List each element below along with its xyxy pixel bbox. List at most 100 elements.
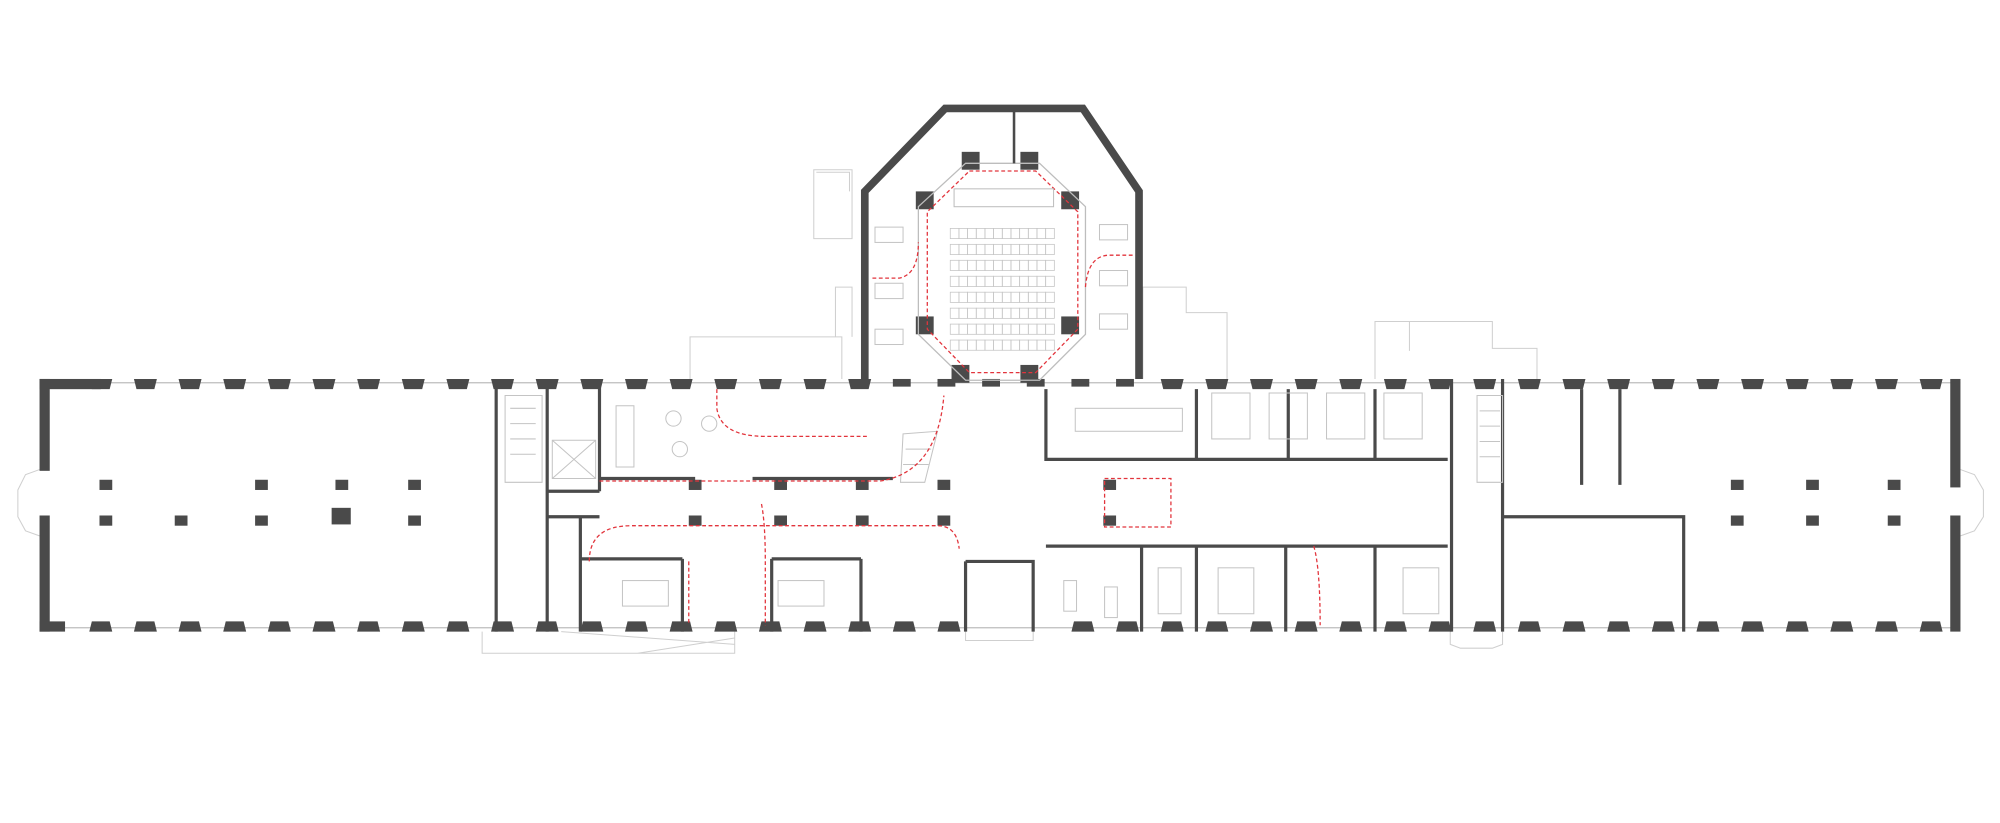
octagon-hall xyxy=(860,104,1143,381)
auditorium-seat xyxy=(949,275,960,287)
wall-pier-bottom xyxy=(491,621,515,632)
wall-pier-top xyxy=(1919,378,1943,390)
auditorium-seat xyxy=(958,228,968,239)
wall-pier-top xyxy=(1696,378,1720,390)
wall-pier-top xyxy=(1741,378,1765,390)
stage xyxy=(953,188,1055,208)
wall-rooms-lower-right xyxy=(1139,546,1377,632)
wall-pier-top xyxy=(401,378,425,390)
wall-pier-bottom xyxy=(1428,621,1452,632)
auditorium-seat xyxy=(984,323,995,335)
wall-pier-bottom xyxy=(1875,621,1898,632)
auditorium-seat xyxy=(993,259,1003,271)
wall-pier-top xyxy=(1383,378,1407,390)
auditorium-seat xyxy=(967,291,977,303)
column xyxy=(855,479,869,490)
auditorium-seat xyxy=(1019,323,1029,335)
column xyxy=(1887,479,1901,490)
wall-pier-bottom xyxy=(937,621,961,632)
auditorium-seat xyxy=(1019,339,1029,351)
auditorium-seat xyxy=(958,307,968,319)
auditorium-seat xyxy=(967,275,977,287)
auditorium-seat xyxy=(949,323,960,335)
auditorium-seat xyxy=(949,339,960,351)
wall-pier-top xyxy=(937,378,956,387)
auditorium-seat xyxy=(1027,339,1038,351)
wall-rooms-lower-left xyxy=(578,516,863,632)
column xyxy=(1806,479,1819,490)
auditorium-seat xyxy=(984,307,995,319)
wall-center-right xyxy=(1044,389,1448,548)
column xyxy=(408,515,421,526)
wall-pier-top xyxy=(1116,378,1134,387)
auditorium-seat xyxy=(1010,323,1021,335)
auditorium-seat xyxy=(993,307,1003,319)
auditorium-seat xyxy=(984,291,995,303)
desk-cluster xyxy=(1268,392,1308,440)
auditorium-seat xyxy=(1045,275,1055,287)
wall-pier-top xyxy=(491,378,515,390)
wall-pier-top xyxy=(133,378,157,390)
auditorium-seat xyxy=(984,339,995,351)
column xyxy=(774,479,787,490)
auditorium-seat xyxy=(1010,259,1021,271)
auditorium-seat xyxy=(993,339,1003,351)
route-octagon-right xyxy=(1084,254,1136,288)
auditorium-seat xyxy=(958,323,968,335)
wall-pier-top xyxy=(714,378,738,390)
octagon-outer-wall xyxy=(860,104,1143,379)
auditorium-seat xyxy=(1045,243,1055,255)
wall-pier-top xyxy=(178,378,202,390)
route-octagon-left xyxy=(872,242,920,279)
auditorium-seat xyxy=(958,243,968,255)
auditorium-seat xyxy=(1036,259,1047,271)
route-center xyxy=(1103,477,1172,528)
column xyxy=(174,515,188,526)
auditorium-seat xyxy=(1036,323,1047,335)
wall-pier-bottom xyxy=(1205,621,1229,632)
wall-wc xyxy=(1502,389,1686,632)
bay-outline-left xyxy=(17,469,40,537)
wall-pier-top xyxy=(1517,378,1541,390)
auditorium-seat xyxy=(1010,307,1021,319)
auditorium-seat xyxy=(958,275,968,287)
auditorium-seat xyxy=(975,291,986,303)
wall-pier-top xyxy=(1428,378,1452,390)
column xyxy=(937,479,951,490)
auditorium-seat xyxy=(975,228,986,239)
wall-pier-bottom xyxy=(1562,621,1586,632)
desk-cluster xyxy=(1326,392,1366,440)
auditorium-seat xyxy=(1001,339,1012,351)
auditorium-seat xyxy=(1027,291,1038,303)
auditorium-seat xyxy=(1010,275,1021,287)
auditorium-seat xyxy=(1019,291,1029,303)
auditorium-seat xyxy=(958,259,968,271)
wall-pier-bottom xyxy=(1517,621,1541,632)
column xyxy=(688,479,702,490)
auditorium-seat xyxy=(1045,291,1055,303)
auditorium-seat xyxy=(949,291,960,303)
auditorium-seat xyxy=(1010,243,1021,255)
auditorium-seat xyxy=(1019,275,1029,287)
wall-pier-top xyxy=(1473,378,1497,390)
column xyxy=(255,479,268,490)
column xyxy=(99,479,113,490)
auditorium-seat xyxy=(958,339,968,351)
wall-pier-bottom xyxy=(1785,621,1809,632)
round-table xyxy=(701,415,718,432)
column xyxy=(855,515,869,526)
octagon-pier xyxy=(961,151,980,170)
wall-pier-bottom xyxy=(1919,621,1943,632)
auditorium-seat xyxy=(1010,228,1021,239)
wall-pier-bottom xyxy=(803,621,827,632)
auditorium-seat xyxy=(975,259,986,271)
column xyxy=(335,479,349,490)
column xyxy=(1730,515,1744,526)
auditorium-seat xyxy=(1045,259,1055,271)
wall-pier-top xyxy=(1071,378,1090,387)
cafe-table xyxy=(874,328,904,346)
wall-pier-bottom xyxy=(89,621,113,632)
auditorium-seat xyxy=(1001,307,1012,319)
dining-table xyxy=(1063,580,1078,612)
auditorium-seat xyxy=(993,228,1003,239)
